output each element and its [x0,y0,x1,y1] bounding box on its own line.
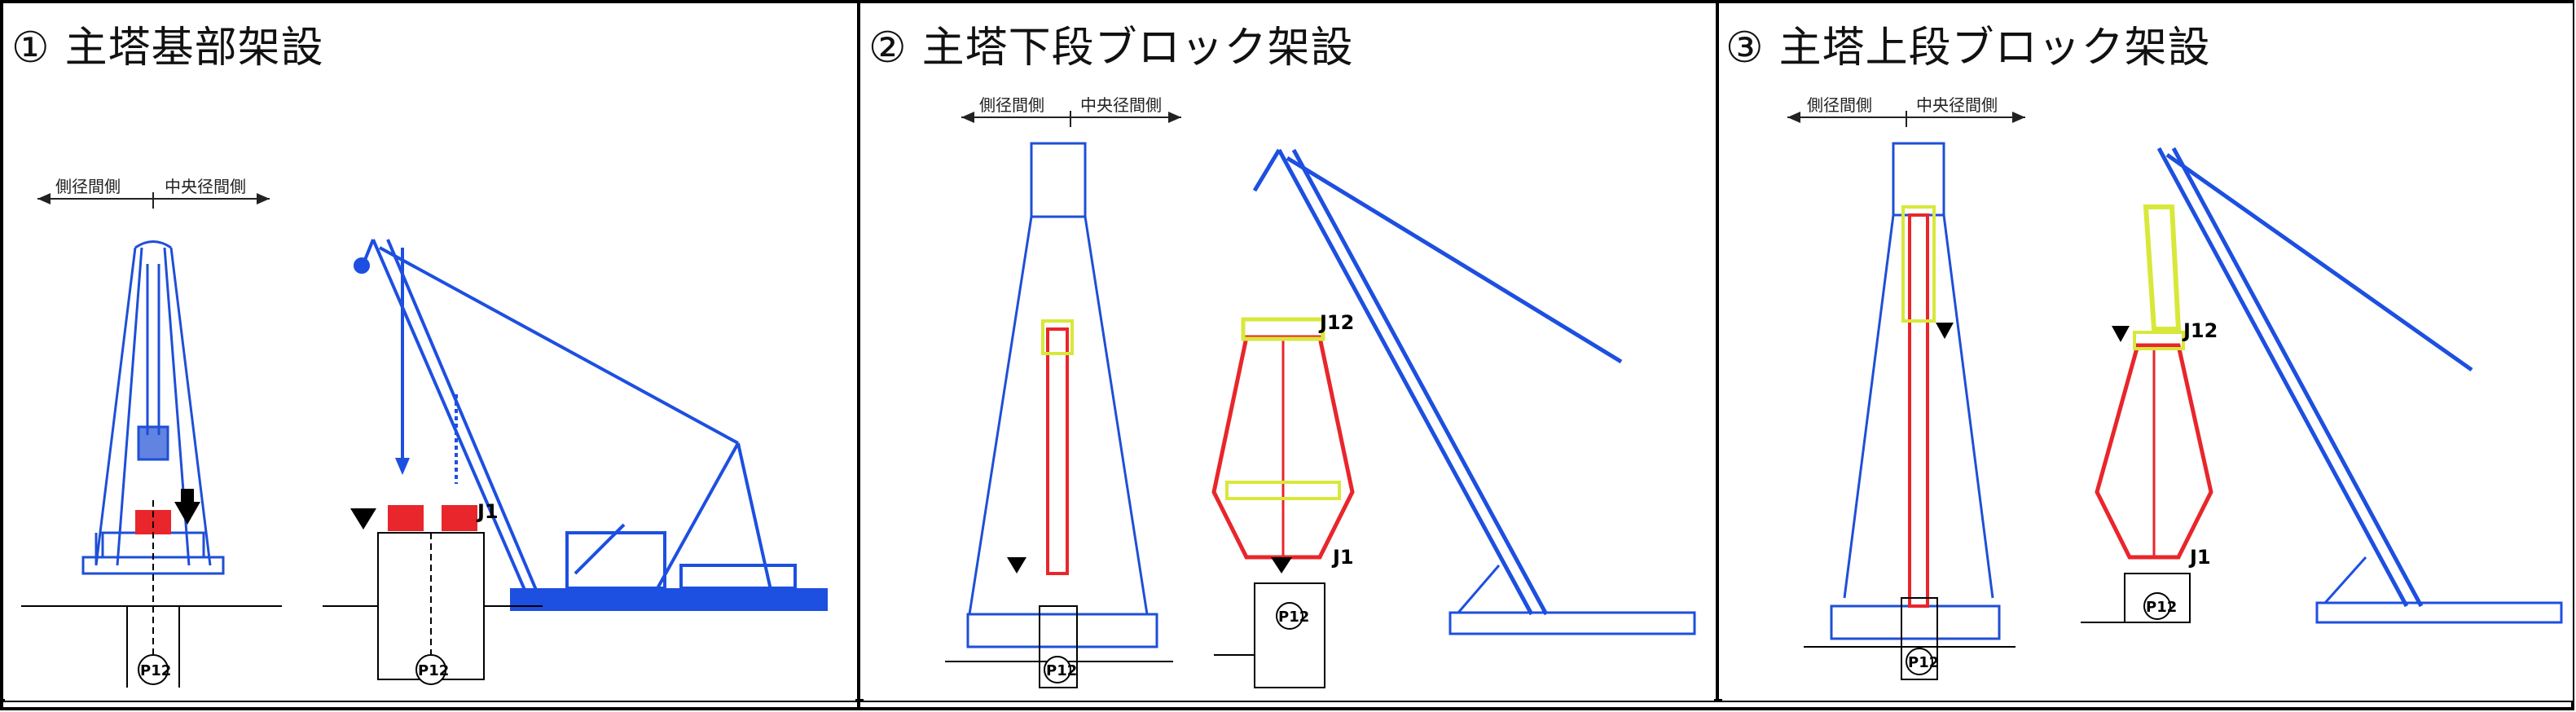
panel-1-title: ① 主塔基部架設 [11,13,324,74]
joint-label-j12: J12 [2182,319,2218,342]
side-span-label: 側径間側 [979,95,1044,115]
panel-2-title-text: 主塔下段ブロック架設 [921,24,1354,73]
joint-label-j1: J1 [476,500,499,523]
panel-2-drawing: 側径間側 中央径間側 P12 [945,95,1696,688]
span-direction-arrow: 側径間側 中央径間側 [37,177,270,209]
panel-3-number: ③ [1725,24,1765,73]
floating-crane-side-view [1252,148,1623,616]
panel-3-title-text: 主塔上段ブロック架設 [1778,24,2211,73]
center-span-label: 中央径間側 [165,177,246,196]
joint-label-j12: J12 [1318,311,1354,334]
foundation-front: P12 [945,605,1173,688]
barge-side [2315,556,2563,624]
base-block-front [135,489,200,534]
tower-lower-side: J12 J1 [1211,311,1355,574]
panel-2: ② 主塔下段ブロック架設 側径間側 中央径間側 P12 [864,3,1714,701]
panel-2-title: ② 主塔下段ブロック架設 [868,13,1354,74]
pier-label-side: P12 [1278,609,1309,626]
pier-side: P12 [1214,582,1325,688]
floating-crane-side-view [2156,147,2473,608]
panel-2-number: ② [868,24,908,73]
span-direction-arrow: 側径間側 中央径間側 [961,95,1181,127]
barge-side [1448,565,1696,635]
joint-label-j1: J1 [2188,546,2211,569]
foundation-front: P12 [1804,597,2016,680]
pier-label-front: P12 [1908,654,1939,671]
span-direction-arrow: 側径間側 中央径間側 [1787,95,2025,127]
side-span-label: 側径間側 [55,177,121,196]
joint-label-j1: J1 [1331,546,1354,569]
panel-1-number: ① [11,24,51,73]
panel-1-title-text: 主塔基部架設 [64,24,324,73]
pier-side: P12 [323,532,543,685]
pier-label-front: P12 [1046,662,1077,679]
tower-lower-front [1007,319,1074,575]
pier-label-side: P12 [2146,599,2177,616]
pier-label-front: P12 [140,662,171,679]
panel-3: ③ 主塔上段ブロック架設 側径間側 中央径間側 P12 [1722,3,2573,701]
panel-3-title: ③ 主塔上段ブロック架設 [1725,13,2211,74]
panel-1: ① 主塔基部架設 側径間側 中央径間側 [5,3,855,701]
gantry-front-view [1830,142,2001,640]
foundation-front: P12 [21,500,282,688]
tower-upper-side: J12 J1 [2095,204,2218,569]
pier-side: P12 [2081,573,2191,623]
base-blocks-side: J1 [350,500,499,531]
floating-crane-side-view [354,239,772,591]
center-span-label: 中央径間側 [1916,95,1998,115]
pier-label-side: P12 [418,662,449,679]
center-span-label: 中央径間側 [1080,95,1162,115]
panel-1-drawing: 側径間側 中央径間側 P12 [21,177,828,688]
side-span-label: 側径間側 [1807,95,1872,115]
tower-upper-front [1901,205,1954,608]
barge-side [510,523,828,611]
gantry-front-view [966,142,1158,648]
panel-3-drawing: 側径間側 中央径間側 P12 [1787,95,2563,680]
